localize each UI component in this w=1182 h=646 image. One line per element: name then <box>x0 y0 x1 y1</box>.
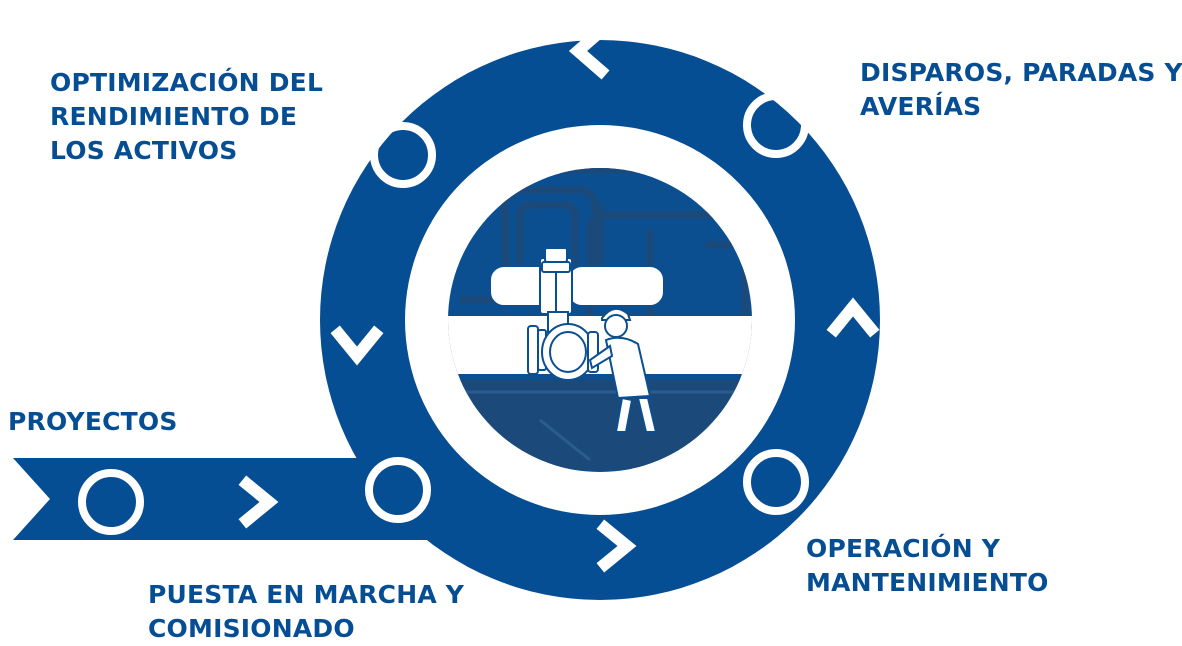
chevron-right-icon <box>238 475 279 529</box>
node-marker-operacion <box>743 449 809 515</box>
node-marker-puesta <box>365 457 431 523</box>
valve-actuator <box>489 247 665 315</box>
label-disparos: DISPAROS, PARADAS Y AVERÍAS <box>860 56 1182 124</box>
label-line: AVERÍAS <box>860 92 982 121</box>
node-marker-disparos <box>743 92 809 158</box>
label-line: LOS ACTIVOS <box>50 136 238 165</box>
label-puesta: PUESTA EN MARCHA Y COMISIONADO <box>148 578 464 646</box>
label-line: MANTENIMIENTO <box>806 568 1049 597</box>
valve-body <box>527 311 599 381</box>
chevron-down-icon <box>330 325 384 366</box>
label-line: DISPAROS, PARADAS Y <box>860 58 1182 87</box>
label-line: PROYECTOS <box>8 407 178 436</box>
label-line: PUESTA EN MARCHA Y <box>148 580 465 609</box>
label-operacion: OPERACIÓN Y MANTENIMIENTO <box>806 532 1049 600</box>
chevron-left-icon <box>568 22 610 80</box>
label-proyectos: PROYECTOS <box>8 405 178 439</box>
label-line: RENDIMIENTO DE <box>50 102 298 131</box>
node-marker-proyectos <box>78 469 144 535</box>
chevron-right-icon <box>596 519 637 573</box>
label-optimizacion: OPTIMIZACIÓN DEL RENDIMIENTO DE LOS ACTI… <box>50 66 323 168</box>
label-line: OPTIMIZACIÓN DEL <box>50 68 324 97</box>
label-line: COMISIONADO <box>148 614 355 643</box>
label-line: OPERACIÓN Y <box>806 534 1001 563</box>
technician-figure <box>588 307 658 433</box>
chevron-up-icon <box>826 297 880 338</box>
node-marker-optimizacion <box>370 122 436 188</box>
